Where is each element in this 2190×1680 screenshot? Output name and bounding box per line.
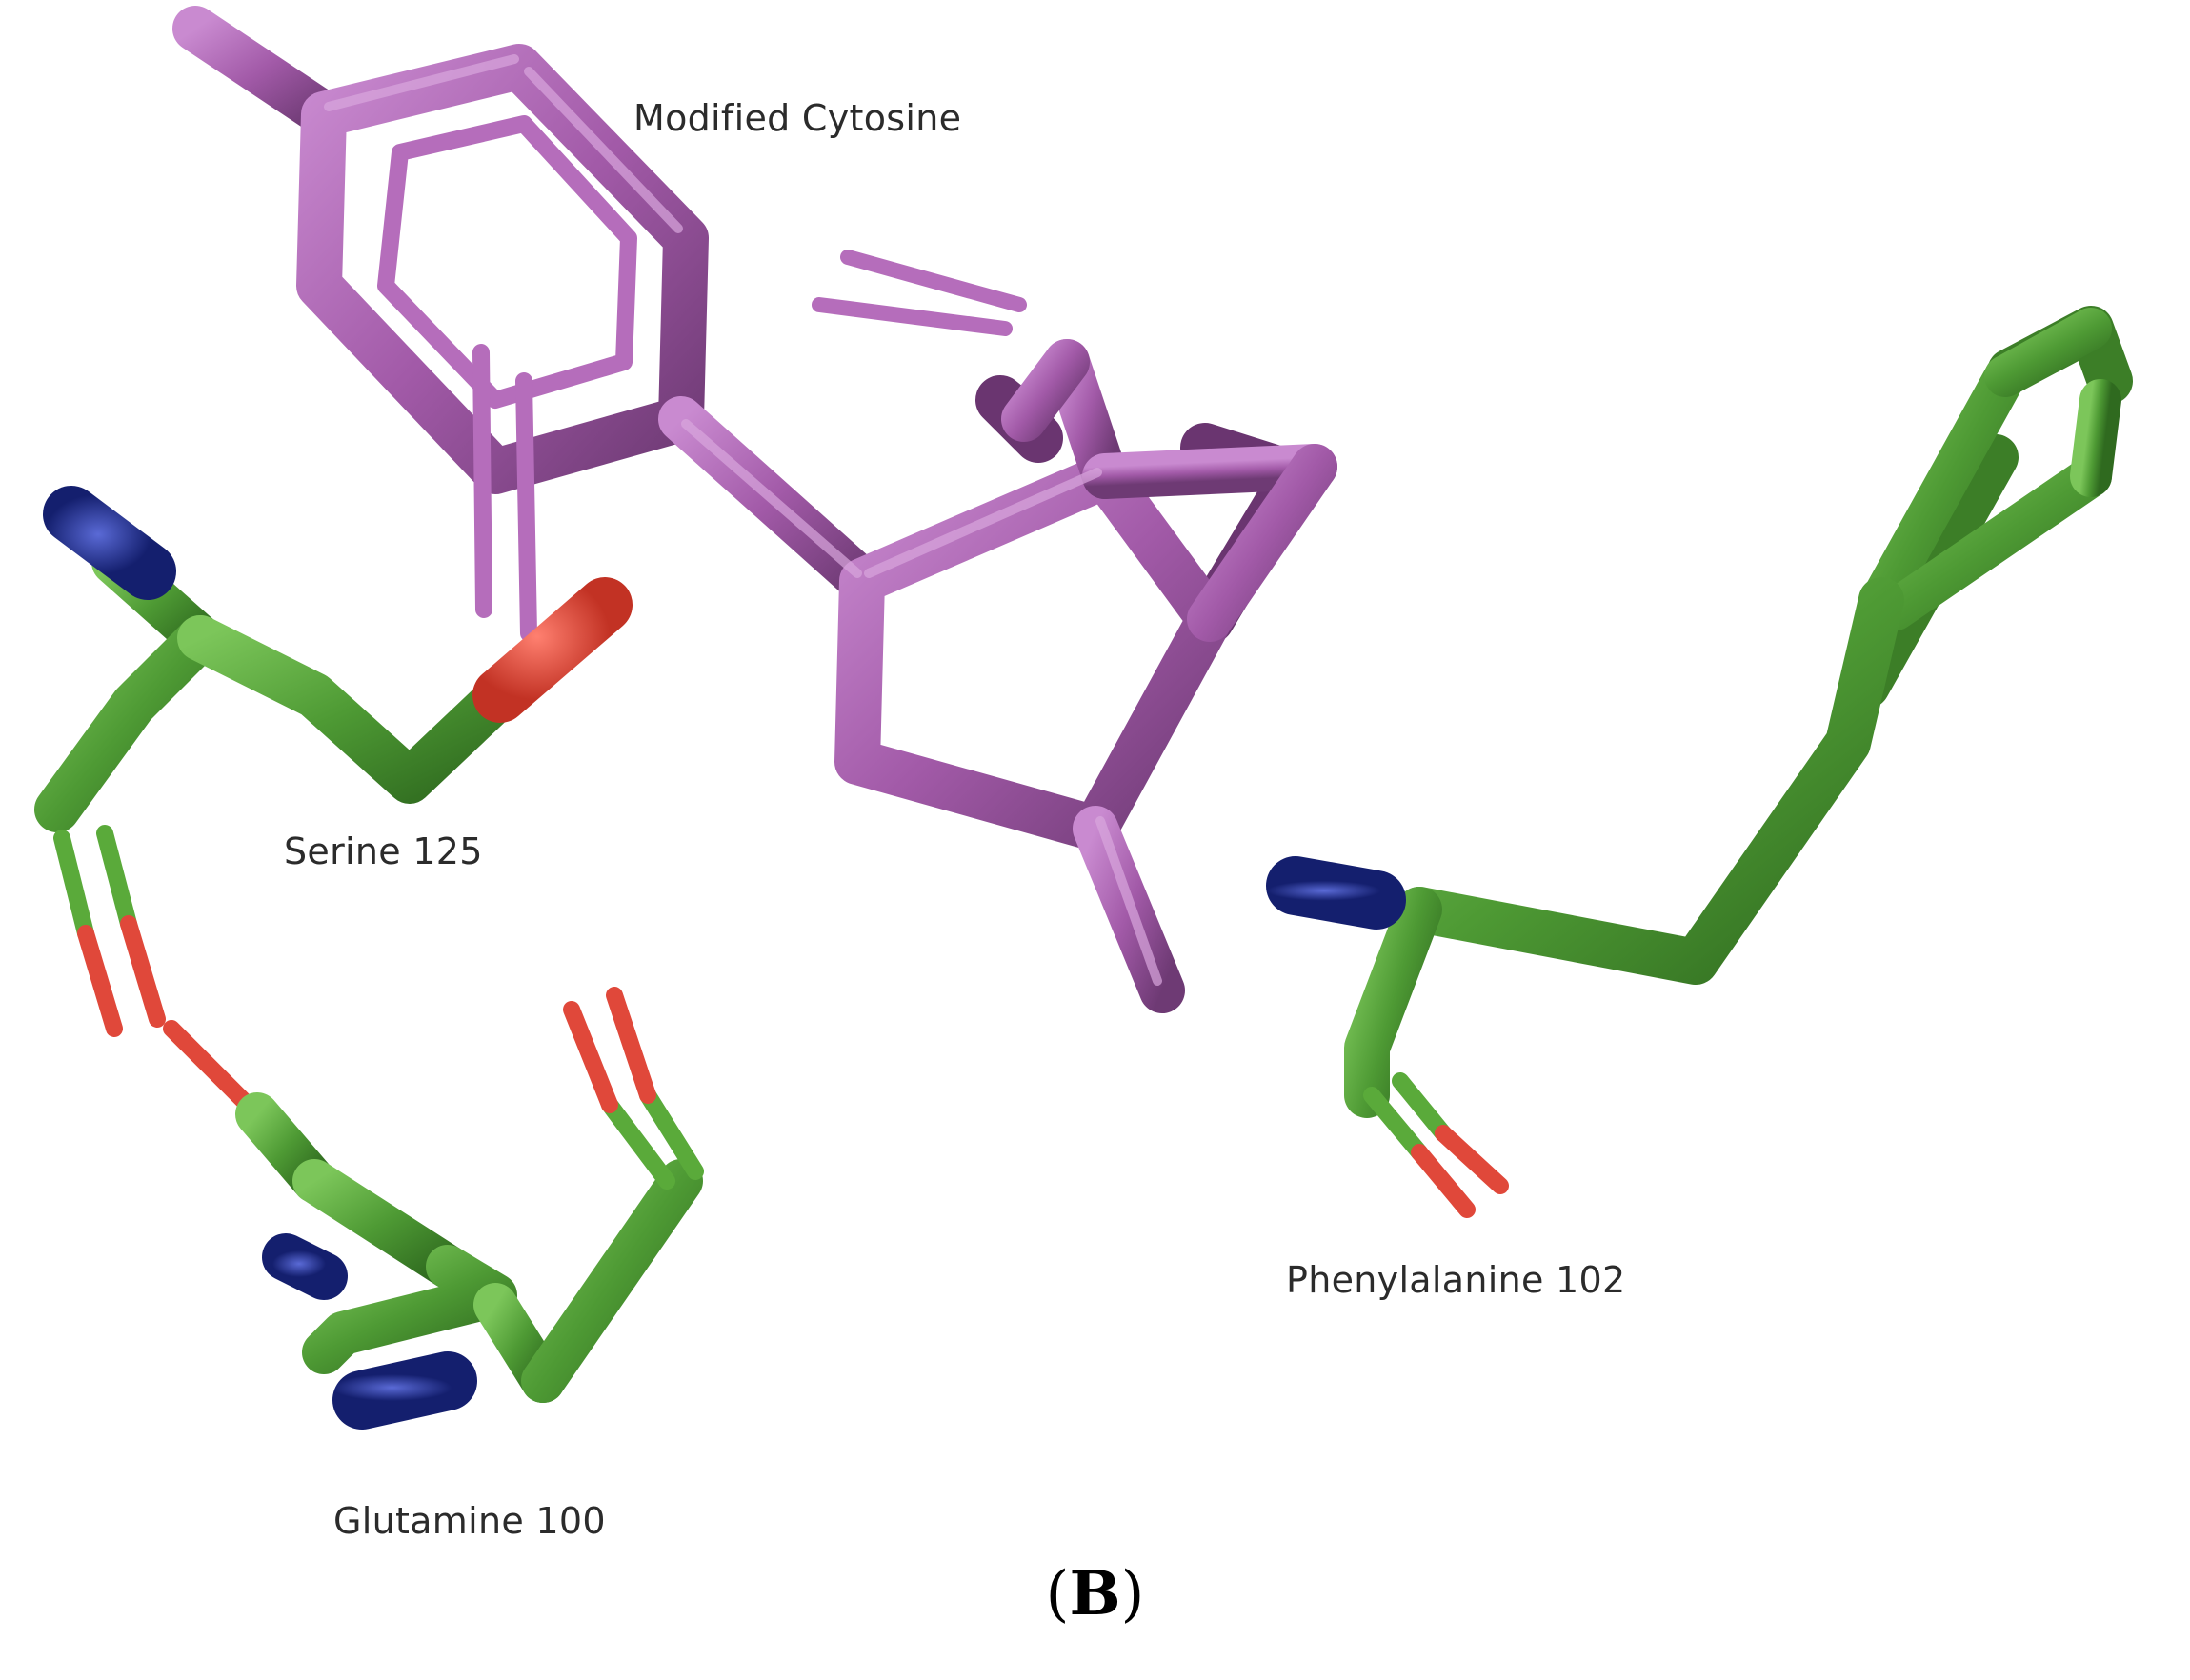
modified-cytosine-molecule [172, 6, 1337, 1013]
phenylalanine-102-residue [1266, 306, 2133, 1218]
modified-cytosine-label: Modified Cytosine [633, 97, 962, 139]
panel-open-paren: ( [1045, 1559, 1070, 1630]
serine-125-label: Serine 125 [284, 830, 483, 872]
glutamine-100-label: Glutamine 100 [333, 1500, 606, 1542]
serine-125-residue [34, 486, 633, 1037]
panel-close-paren: ) [1120, 1559, 1145, 1630]
panel-letter: B [1069, 1558, 1121, 1630]
glutamine-100-residue [163, 987, 704, 1430]
panel-label: (B) [0, 1558, 2190, 1630]
phenylalanine-102-label: Phenylalanine 102 [1286, 1259, 1626, 1301]
